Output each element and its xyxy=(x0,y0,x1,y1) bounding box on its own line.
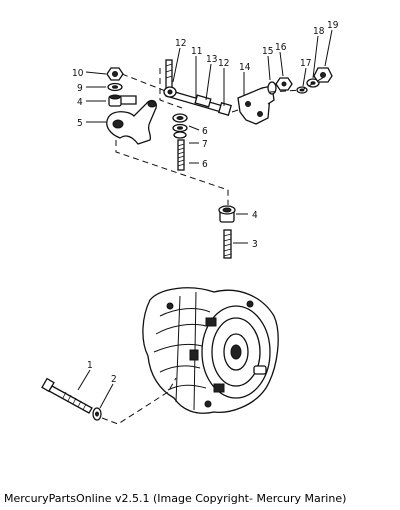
callout-2: 2 xyxy=(111,374,117,385)
stud-6-part xyxy=(177,139,185,171)
lever-arm-part xyxy=(106,95,157,145)
bushing-4-lower-part xyxy=(218,205,236,223)
bolt-1-part xyxy=(41,377,93,414)
alternator-part xyxy=(142,287,279,414)
callout-12-right: 12 xyxy=(218,58,229,69)
tie-rod-part xyxy=(163,59,239,116)
callout-11: 11 xyxy=(191,46,202,57)
callout-6-lower: 6 xyxy=(202,159,208,170)
callout-labels: 10 9 4 5 12 11 13 12 14 15 16 17 18 19 6… xyxy=(72,20,339,385)
callout-15: 15 xyxy=(262,46,273,57)
washer-8-part xyxy=(173,131,187,139)
leader-lines xyxy=(77,29,333,409)
spacer-6-part xyxy=(172,113,188,123)
callout-13: 13 xyxy=(206,54,217,65)
callout-7: 7 xyxy=(202,139,208,150)
bushing-4-part xyxy=(108,94,122,107)
callout-3: 3 xyxy=(252,239,258,250)
callout-9: 9 xyxy=(77,83,83,94)
callout-1: 1 xyxy=(87,360,93,371)
washer-15-part xyxy=(267,81,277,95)
callout-16: 16 xyxy=(275,42,287,53)
callout-17: 17 xyxy=(300,58,311,69)
callout-4-upper: 4 xyxy=(77,97,83,108)
callout-5: 5 xyxy=(77,118,83,129)
washer-7-part xyxy=(172,123,188,133)
callout-6-upper: 6 xyxy=(202,126,208,137)
stud-3-part xyxy=(223,229,232,259)
callout-19: 19 xyxy=(327,20,339,31)
callout-18: 18 xyxy=(313,26,325,37)
nut-19-part xyxy=(313,67,333,83)
callout-4-lower: 4 xyxy=(252,210,258,221)
alignment-lines-lower xyxy=(101,377,177,425)
callout-10: 10 xyxy=(72,68,84,79)
bracket-14-part xyxy=(237,85,275,125)
callout-12-left: 12 xyxy=(175,38,186,49)
washer-2-part xyxy=(92,407,102,421)
nut-10-part xyxy=(106,67,124,81)
callout-14: 14 xyxy=(239,62,251,73)
alignment-lines-upper xyxy=(115,68,327,205)
washer-9-part xyxy=(107,82,123,92)
copyright-caption: MercuryPartsOnline v2.5.1 (Image Copyrig… xyxy=(4,492,347,505)
nut-16-part xyxy=(275,77,293,91)
